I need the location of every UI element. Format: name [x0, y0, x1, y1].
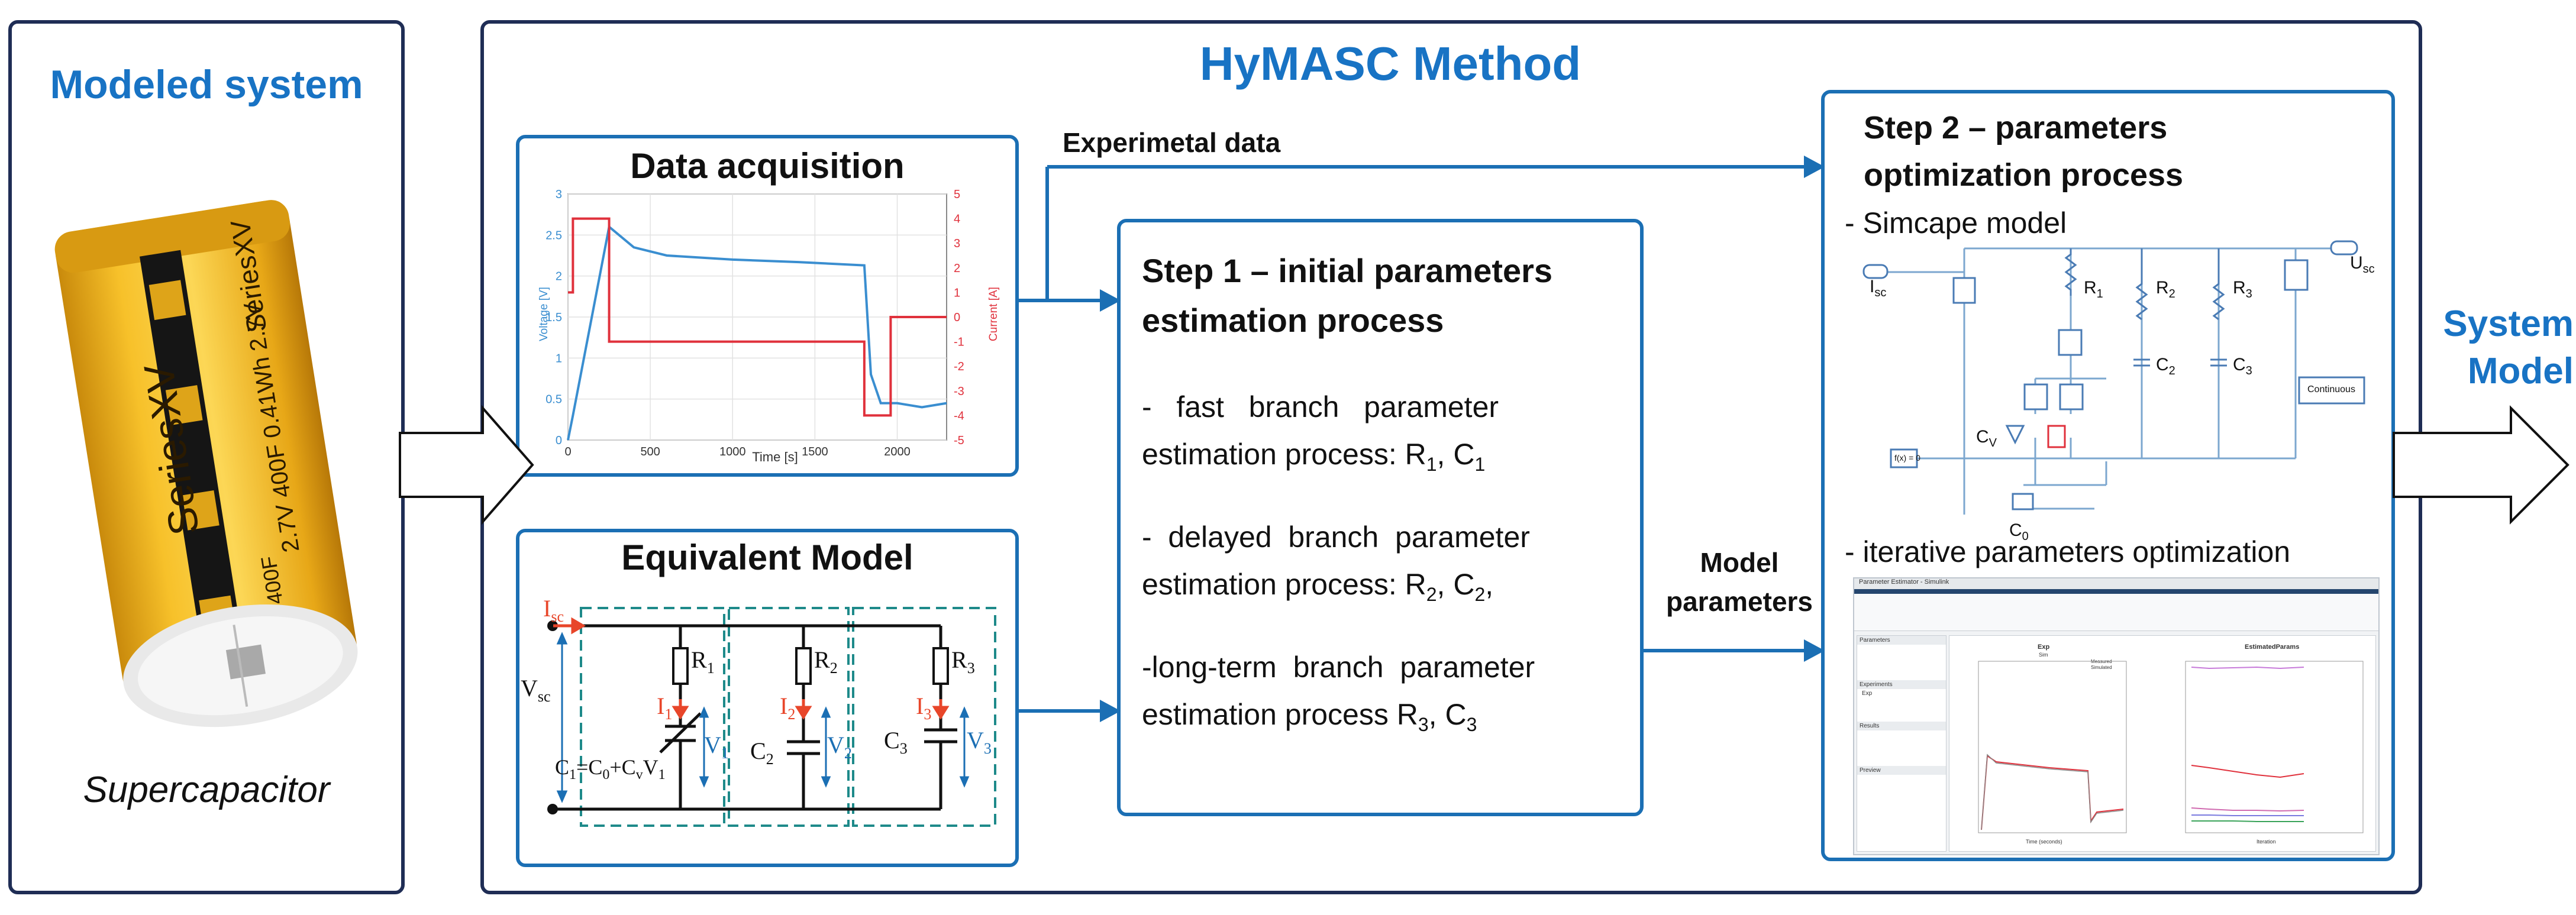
- experimental-data-label: Experimetal data: [1063, 127, 1281, 158]
- estimator-ribbon: [1854, 589, 2378, 631]
- estimator-plot2-title: EstimatedParams: [2245, 644, 2300, 651]
- isc-label: Isc: [543, 595, 564, 625]
- daq-x-tick-label: 1000: [719, 445, 746, 458]
- estimator-plot1-title: Exp: [2038, 644, 2050, 651]
- daq-y-tick-label-left: 2: [556, 270, 562, 283]
- daq-y-tick-label-left: 3: [556, 188, 562, 201]
- estimator-side-panel: Parameters Experiments Exp Results Previ…: [1857, 635, 1946, 852]
- step2-title-line2: optimization process: [1864, 157, 2184, 193]
- equivalent-model-box: [516, 529, 1019, 867]
- modeled-system-title: Modeled system: [50, 62, 363, 107]
- c3-label: C3: [884, 727, 908, 757]
- simscape-c3-label: C3: [2233, 355, 2252, 377]
- estimator-xlabel-2: Iteration: [2257, 839, 2276, 845]
- estimator-legend-simulated: Simulated: [2091, 665, 2112, 670]
- daq-x-tick-label: 0: [564, 445, 571, 458]
- daq-xlabel: Time [s]: [752, 450, 798, 464]
- estimator-plots: [1978, 661, 2364, 833]
- current-series-line: [568, 217, 947, 417]
- input-hollow-arrow: [399, 405, 534, 525]
- step1-param-fast: - fast branch parameter estimation proce…: [1142, 390, 1499, 475]
- c2-label: C2: [750, 738, 774, 768]
- r3-label-2: R3: [951, 646, 975, 677]
- r1-label: R1: [691, 646, 715, 677]
- daq-y-tick-label-right: 4: [954, 213, 960, 226]
- estimator-plot1-subtitle: Sim: [2039, 652, 2048, 658]
- step1-title-line2: estimation process: [1142, 302, 1444, 339]
- model-parameters-label: Model parameters: [1665, 547, 1813, 617]
- data-acquisition-title: Data acquisition: [630, 146, 905, 186]
- v1-label: V1: [704, 732, 729, 762]
- daq-y-tick-label-right: -5: [954, 434, 964, 447]
- daq-y-tick-label-left: 0.5: [545, 393, 562, 406]
- daq-y-tick-label-left: 1.5: [545, 311, 562, 324]
- i1-label: I1: [657, 693, 673, 723]
- estimator-xlabel-1: Time (seconds): [2026, 839, 2062, 845]
- simscape-isc-label: Isc: [1870, 277, 1887, 299]
- step1-title: Step 1 – initial parameters estimation p…: [1142, 246, 1552, 345]
- step2-title-line1: Step 2 – parameters: [1864, 110, 2168, 146]
- daq-y-tick-label-left: 1: [556, 352, 562, 365]
- daq-y-tick-label-right: 1: [954, 286, 960, 299]
- step1-box: [1117, 219, 1644, 816]
- step1-param-longterm: -long-term branch parameter estimation p…: [1142, 651, 1535, 735]
- step1-param-delayed: - delayed branch parameter estimation pr…: [1142, 520, 1530, 605]
- simscape-fx-label: f(x) = 0: [1894, 453, 1920, 463]
- output-hollow-arrow: [2393, 405, 2569, 525]
- c1-formula-label: C1=C0+CvV1: [555, 755, 666, 783]
- system-model-output-label: System Model: [2443, 303, 2574, 392]
- estimator-title-bar: Parameter Estimator - Simulink: [1854, 578, 2378, 589]
- supercapacitor-caption: Supercapacitor: [83, 769, 330, 810]
- step1-title-line1: Step 1 – initial parameters: [1142, 252, 1553, 289]
- equivalent-model-title: Equivalent Model: [621, 538, 913, 577]
- simscape-usc-label: Usc: [2350, 253, 2375, 276]
- vsc-label: Vsc: [521, 675, 551, 705]
- simscape-r3-label: R3: [2233, 278, 2252, 300]
- parameter-estimator-screenshot: Parameter Estimator - Simulink Parameter…: [1853, 577, 2380, 855]
- simscape-r1-label: R1: [2084, 278, 2103, 300]
- simscape-r2-label: R2: [2156, 278, 2175, 300]
- daq-y-tick-label-left: 0: [556, 434, 562, 447]
- daq-y-tick-label-right: -2: [954, 360, 964, 373]
- daq-y-tick-label-right: 0: [954, 311, 960, 324]
- simscape-c2-label: C2: [2156, 355, 2175, 377]
- simscape-continuous-label: Continuous: [2307, 384, 2355, 395]
- r2-label: R2: [814, 646, 838, 677]
- daq-y-tick-label-right: 5: [954, 188, 960, 201]
- simscape-model-label: - Simcape model: [1845, 206, 2067, 240]
- daq-y-tick-label-right: 2: [954, 262, 960, 275]
- i3-label: I3: [916, 693, 932, 723]
- daq-y-tick-label-right: 3: [954, 237, 960, 250]
- iterative-optimization-label: - iterative parameters optimization: [1845, 535, 2291, 568]
- hymasc-method-title: HyMASC Method: [1199, 37, 1581, 90]
- estimator-plot-area: [1949, 635, 2376, 852]
- step2-title: Step 2 – parameters optimization process: [1864, 104, 2183, 199]
- i2-label: I2: [780, 693, 796, 723]
- daq-x-tick-label: 500: [640, 445, 660, 458]
- daq-x-tick-label: 2000: [884, 445, 911, 458]
- daq-y-tick-label-right: -1: [954, 336, 964, 349]
- simscape-c0-label: C0: [2009, 520, 2029, 543]
- daq-x-tick-label: 1500: [802, 445, 828, 458]
- daq-y-tick-label-right: -4: [954, 409, 964, 422]
- daq-y-tick-label-left: 2.5: [545, 229, 562, 242]
- v3-label: V3: [967, 727, 992, 757]
- daq-y-tick-label-right: -3: [954, 385, 964, 398]
- simscape-cv-label: CV: [1976, 427, 1997, 450]
- v2-label: V2: [827, 732, 852, 762]
